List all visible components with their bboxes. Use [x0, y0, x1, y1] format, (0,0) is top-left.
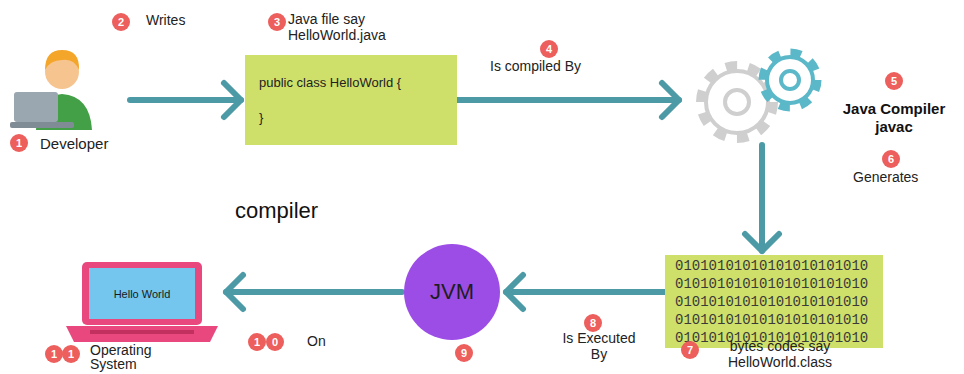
caption-label: Generates	[853, 169, 918, 185]
node-text: public class HelloWorld {	[259, 75, 443, 90]
laptop-keyboard	[90, 330, 194, 334]
caption-label: Writes	[146, 12, 185, 28]
callout-number: 9	[455, 344, 473, 362]
developer-laptop-base	[10, 122, 74, 128]
caption-label: Operating System	[90, 343, 180, 371]
laptop-icon	[66, 262, 218, 342]
callout-number: 4	[540, 40, 558, 58]
node-text: Java Compiler javac	[830, 100, 958, 136]
gear-teeth	[763, 53, 817, 107]
callout-number: 1	[248, 333, 266, 351]
gear-hole	[725, 90, 749, 114]
laptop-frame	[82, 262, 202, 325]
compiler-node: Java Compiler javac	[683, 50, 959, 145]
jvm-circle: JVM	[402, 242, 502, 342]
arrow-line	[759, 145, 765, 251]
callout-number: 6	[882, 150, 900, 168]
flow-arrow	[506, 275, 665, 309]
callout-number: 1	[10, 134, 28, 152]
arrow-line	[457, 97, 679, 103]
arrow-head	[224, 83, 241, 117]
caption-label: Is compiled By	[490, 58, 581, 74]
gear-body	[706, 71, 768, 133]
os-laptop-node: Hello World	[62, 260, 222, 348]
callout-number: 2	[112, 13, 130, 31]
node-text: JVM	[402, 242, 502, 342]
source-file-box: public class HelloWorld {}	[245, 55, 457, 145]
callout-number: 8	[584, 314, 602, 332]
arrow-line	[130, 97, 241, 103]
title-label: compiler	[235, 198, 318, 224]
laptop-base	[66, 326, 218, 342]
arrow-line	[226, 289, 402, 295]
node-text: }	[259, 110, 443, 125]
laptop-screen	[89, 268, 195, 319]
callout-number: 3	[268, 13, 286, 31]
flow-arrow	[130, 83, 241, 117]
gear-hole	[781, 71, 799, 89]
callout-number: 1	[62, 345, 80, 363]
caption-label: bytes codes say HelloWorld.class	[700, 338, 860, 370]
callout-number: 7	[681, 341, 699, 359]
developer-icon	[10, 50, 92, 130]
caption-label: Is Executed By	[553, 330, 645, 362]
node-text: Developer	[40, 135, 108, 152]
developer-hair	[45, 50, 79, 70]
node-text: 01010101010101010101010 0101010101010101…	[675, 257, 873, 347]
arrow-line	[506, 289, 665, 295]
arrow-head	[662, 83, 679, 117]
caption-label: Java file say HelloWorld.java	[288, 11, 428, 43]
arrow-head	[506, 275, 523, 309]
callout-number: 5	[885, 72, 903, 90]
arrow-head	[745, 234, 779, 251]
flow-arrow	[745, 145, 779, 251]
node-text: Hello World	[89, 268, 195, 319]
callout-number: 0	[266, 333, 284, 351]
developer-node: Developer	[18, 40, 130, 152]
bytecode-box: 01010101010101010101010 0101010101010101…	[665, 255, 883, 348]
callout-number: 1	[45, 345, 63, 363]
flow-arrow	[457, 83, 679, 117]
developer-laptop	[14, 92, 58, 122]
flow-arrow	[226, 275, 402, 309]
gear-body	[767, 57, 813, 103]
gears-icon	[701, 53, 817, 138]
caption-label: On	[307, 333, 326, 349]
arrow-head	[226, 275, 243, 309]
